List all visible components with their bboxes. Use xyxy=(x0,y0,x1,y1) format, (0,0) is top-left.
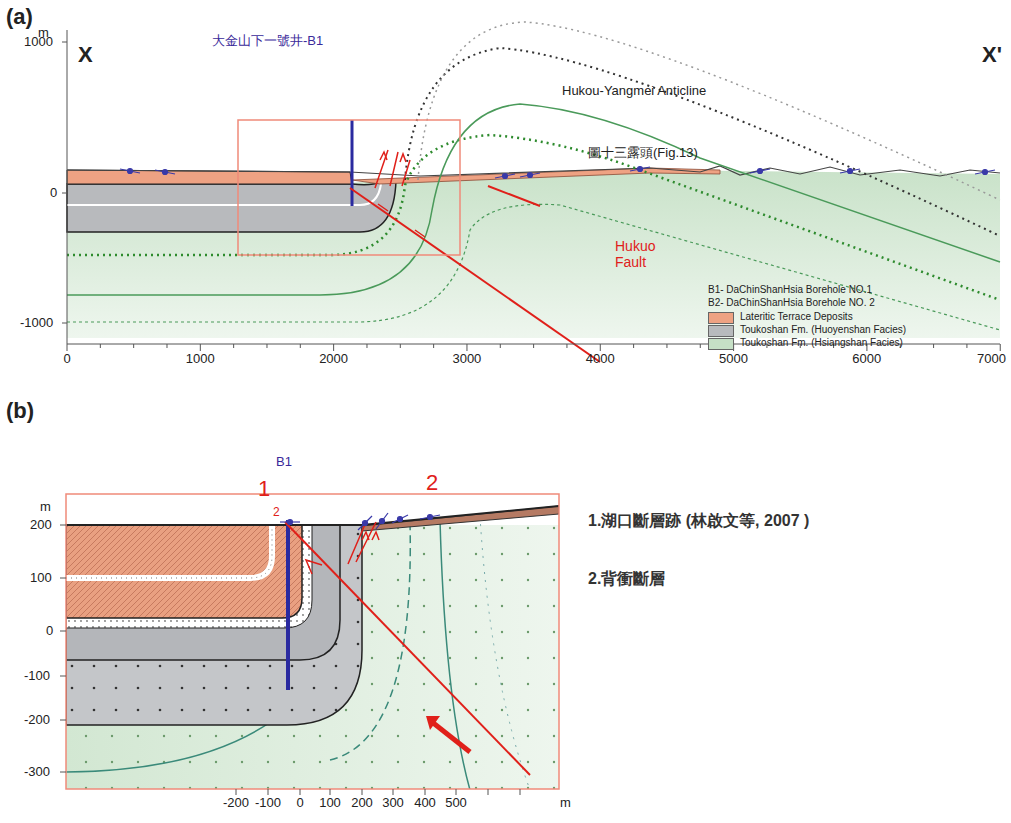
legend-text: Toukoshan Fm. (Hsiangshan Facies) xyxy=(740,337,903,349)
callout-number: 1 xyxy=(258,476,270,501)
axis-value: -200 xyxy=(24,713,50,728)
axis-value: 3000 xyxy=(452,352,481,367)
axis-value: 7000 xyxy=(977,352,1006,367)
axis-value: 200 xyxy=(30,518,52,533)
borehole-label: 大金山下一號井-B1 xyxy=(212,34,323,49)
legend-text: Lateritic Terrace Deposits xyxy=(740,311,853,323)
axis-value: 300 xyxy=(382,796,404,811)
structure-label: Hukou-Yangmei Anticline xyxy=(562,84,706,99)
axis-value: 0 xyxy=(50,186,57,201)
axis-value: 500 xyxy=(445,796,467,811)
callout-number: 2 xyxy=(273,506,280,520)
borehole-label: B1 xyxy=(276,455,292,470)
note-text: 1.湖口斷層跡 (林啟文等, 2007 ) xyxy=(588,512,809,530)
legend-swatch xyxy=(708,312,734,324)
axis-value: -200 xyxy=(223,796,249,811)
section-end: X' xyxy=(982,42,1002,67)
section-end: X xyxy=(78,42,93,67)
axis-unit: m xyxy=(560,796,571,811)
legend-note: B1- DaChinShanHsia Borehole NO.1 xyxy=(708,284,872,296)
legend-swatch xyxy=(708,325,734,337)
axis-value: -100 xyxy=(255,796,281,811)
axis-value: 0 xyxy=(46,624,53,639)
axis-value: 100 xyxy=(319,796,341,811)
outcrop-label: 圖十三露頭(Fig.13) xyxy=(588,146,698,161)
axis-value: 5000 xyxy=(719,352,748,367)
axis-value: 0 xyxy=(63,352,70,367)
axis-value: 4000 xyxy=(586,352,615,367)
axis-value: 6000 xyxy=(852,352,881,367)
axis-value: -300 xyxy=(24,765,50,780)
panel-letter: (a) xyxy=(6,4,33,29)
axis-value: 1000 xyxy=(24,35,53,50)
axis-unit: m xyxy=(40,500,51,515)
axis-value: 2000 xyxy=(319,352,348,367)
axis-value: -1000 xyxy=(20,316,53,331)
panel-letter: (b) xyxy=(6,398,34,423)
note-text: 2.背衝斷層 xyxy=(588,570,665,588)
axis-value: 1000 xyxy=(186,352,215,367)
fault-label: Hukuo Fault xyxy=(615,238,667,270)
axis-value: 100 xyxy=(30,571,52,586)
axis-value: -100 xyxy=(24,669,50,684)
axis-value: 0 xyxy=(296,796,303,811)
legend-note: B2- DaChinShanHsia Borehole NO. 2 xyxy=(708,297,875,309)
callout-number: 2 xyxy=(426,470,438,495)
axis-value: 200 xyxy=(351,796,373,811)
axis-value: 400 xyxy=(414,796,436,811)
legend-swatch xyxy=(708,338,734,350)
legend-text: Toukoshan Fm. (Huoyenshan Facies) xyxy=(740,324,906,336)
